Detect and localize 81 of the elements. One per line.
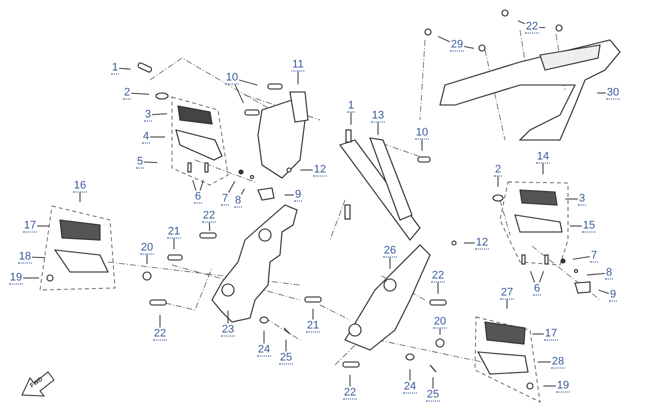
callout-number: 27 — [500, 286, 514, 300]
leader-line — [538, 270, 544, 283]
leader-line — [144, 162, 158, 164]
callout-number: 20 — [432, 316, 448, 328]
callout-number: 28 — [550, 356, 566, 368]
callout-number: 7 — [590, 250, 598, 262]
leader-line — [530, 270, 536, 283]
leader-line — [517, 20, 526, 24]
callout-number: 25 — [278, 352, 294, 364]
callout-number: 22 — [430, 270, 446, 282]
callout-number: 22 — [202, 210, 216, 222]
leader-line — [234, 84, 244, 104]
leader-line — [32, 256, 46, 258]
callout-number: 3 — [578, 192, 586, 206]
leader-line — [586, 272, 606, 276]
callout-number: 26 — [382, 244, 398, 258]
callout-number: 19 — [556, 380, 570, 392]
callout-number: 17 — [22, 220, 38, 232]
callout-number: 24 — [402, 380, 418, 394]
leader-line — [564, 198, 578, 200]
leader-line — [228, 180, 236, 193]
callout-number: 10 — [224, 72, 240, 84]
leader-line — [463, 242, 476, 244]
callout-number: 22 — [342, 386, 358, 400]
leader-line — [437, 36, 450, 42]
leader-line — [284, 194, 294, 196]
leader-line — [542, 163, 544, 175]
callout-number: 8 — [604, 266, 614, 280]
callout-number: 21 — [306, 320, 320, 332]
leader-line — [130, 92, 150, 95]
leader-line — [312, 308, 314, 320]
callout-number: 2 — [122, 86, 132, 100]
callout-number: 29 — [450, 38, 464, 52]
leader-line — [200, 180, 204, 191]
callout-number: 13 — [370, 110, 386, 122]
leader-line — [152, 113, 168, 116]
callout-number: 8 — [234, 194, 242, 208]
callout-number: 7 — [220, 192, 230, 206]
callout-number: 18 — [18, 250, 32, 264]
callout-number: 16 — [72, 180, 88, 192]
callout-number: 9 — [294, 188, 302, 202]
leader-line — [572, 256, 590, 260]
leader-line — [432, 376, 434, 389]
leader-line — [598, 290, 610, 294]
callout-number: 21 — [166, 226, 182, 238]
leader-line — [150, 136, 166, 138]
callout-number: 12 — [312, 164, 328, 176]
callout-number: 4 — [142, 130, 150, 144]
callout-number: 6 — [532, 282, 542, 296]
callout-number: 17 — [544, 328, 558, 340]
callout-number: 5 — [136, 156, 144, 168]
leader-line — [464, 46, 474, 49]
callout-number: 12 — [474, 236, 490, 250]
leader-line — [596, 92, 606, 94]
leader-line — [238, 80, 258, 86]
callout-number: 23 — [220, 324, 236, 336]
callout-number: 10 — [414, 126, 430, 140]
callout-number: 22 — [524, 20, 540, 34]
callout-number: 20 — [140, 242, 154, 254]
callout-number: 11 — [291, 58, 305, 72]
callout-number: 14 — [536, 150, 550, 164]
callout-number: 9 — [608, 288, 618, 302]
callout-number: 30 — [606, 86, 620, 100]
leader-line — [192, 180, 196, 191]
leader-line — [538, 26, 546, 28]
leader-line — [118, 68, 132, 70]
callout-number: 3 — [144, 108, 152, 122]
leader-line — [506, 299, 508, 310]
callout-number: 1 — [110, 62, 120, 74]
callout-number: 2 — [494, 164, 502, 176]
callout-number: 24 — [256, 344, 272, 356]
callout-number: 25 — [426, 388, 440, 402]
callout-number: 1 — [346, 100, 356, 112]
callout-number: 15 — [582, 220, 596, 232]
leader-line — [208, 222, 210, 232]
leader-line — [350, 112, 352, 126]
leader-line — [240, 188, 245, 195]
callout-number: 19 — [8, 272, 24, 284]
callout-number: 6 — [194, 190, 202, 204]
leader-line — [146, 254, 148, 265]
callout-number: 22 — [152, 328, 168, 340]
